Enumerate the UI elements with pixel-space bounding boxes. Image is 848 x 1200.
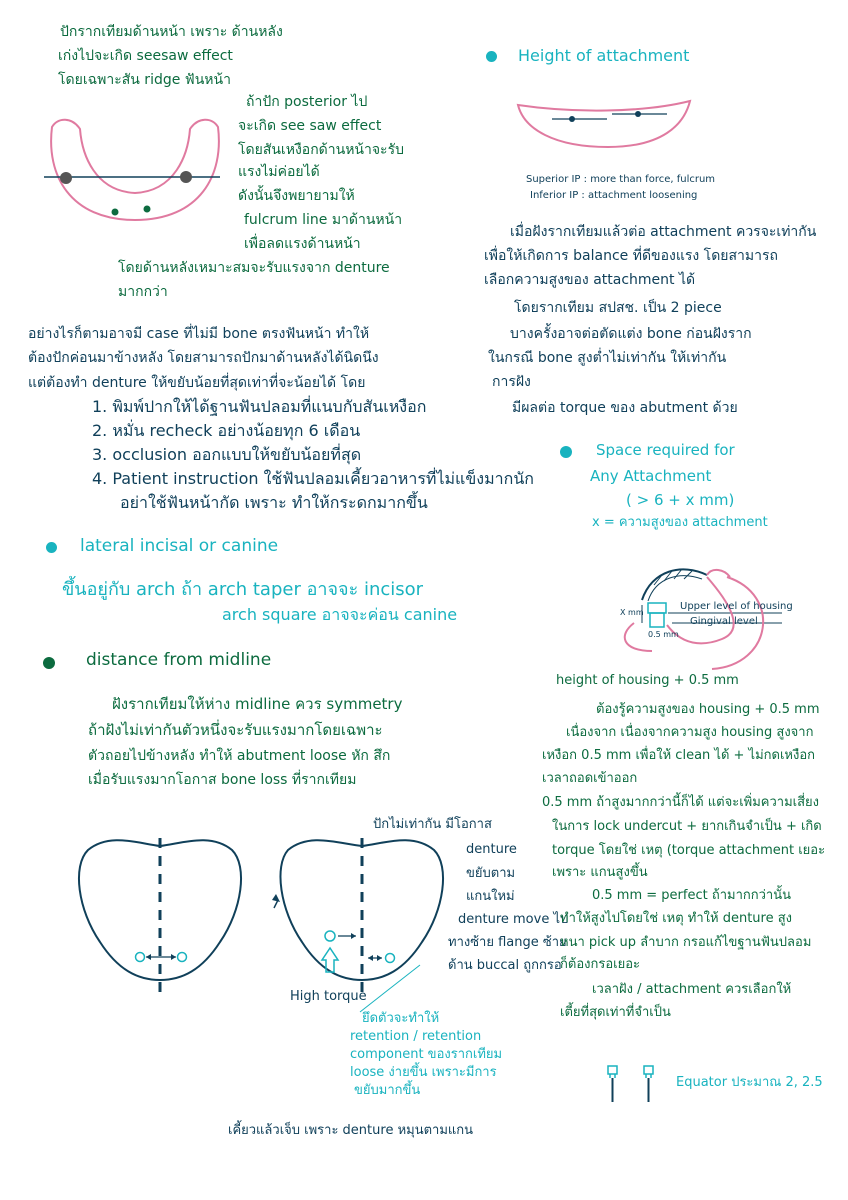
note-line: ขยับมากขึ้น bbox=[354, 1083, 421, 1098]
section-heading: lateral incisal or canine bbox=[80, 536, 279, 556]
section-heading: Any Attachment bbox=[590, 467, 712, 485]
note-line: ต้องรู้ความสูงของ housing + 0.5 mm bbox=[596, 702, 820, 717]
note-line: 0.5 mm ถ้าสูงมากกว่านี้ก็ได้ แต่จะเพิ่มค… bbox=[542, 795, 820, 810]
note-line: เมื่อฝังรากเทียมแล้วต่อ attachment ควรจะ… bbox=[510, 224, 817, 240]
note-line: จะเกิด see saw effect bbox=[238, 118, 382, 134]
list-item: 4. Patient instruction ใช้ฟันปลอมเคี้ยวอ… bbox=[92, 469, 534, 488]
note-line: 0.5 mm = perfect ถ้ามากกว่านั้น bbox=[592, 888, 791, 903]
section-heading: Height of attachment bbox=[518, 46, 690, 65]
note-line: แต่ต้องทำ denture ให้ขยับน้อยที่สุดเท่าท… bbox=[28, 375, 366, 391]
note-line: fulcrum line มาด้านหน้า bbox=[244, 212, 403, 228]
arch-diagram-fulcrum bbox=[44, 118, 220, 222]
note-line: ทำให้สูงไปโดยใช่ เหตุ ทำให้ denture สูง bbox=[560, 911, 793, 926]
note-line: ด้าน buccal ถูกกรอ bbox=[448, 958, 562, 973]
list-item: 2. หมั่น recheck อย่างน้อยทุก 6 เดือน bbox=[92, 421, 361, 440]
equator-note: Equator ประมาณ 2, 2.5 bbox=[676, 1075, 823, 1090]
housing-title: height of housing + 0.5 mm bbox=[556, 673, 739, 688]
note-line: ในกรณี bone สูงต่ำไม่เท่ากัน ให้เท่ากัน bbox=[488, 350, 727, 366]
note-line: ถ้าปัก posterior ไป bbox=[246, 94, 368, 110]
note-line: denture bbox=[466, 842, 517, 857]
arch-diagram-asymmetric bbox=[272, 838, 445, 1013]
gingival-level-label: Gingival level bbox=[690, 616, 758, 627]
note-line: หนา pick up ลำบาก กรอแก้ไขฐานฟันปลอม bbox=[560, 935, 812, 950]
note-line: Superior IP : more than force, fulcrum bbox=[526, 174, 716, 185]
note-line: เวลาถอดเข้าออก bbox=[542, 771, 638, 786]
bullet-icon bbox=[560, 446, 572, 458]
bullet-icon bbox=[486, 51, 497, 62]
note-line: Inferior IP : attachment loosening bbox=[530, 190, 698, 201]
note-line: อย่าใช้ฟันหน้ากัด เพราะ ทำให้กระดกมากขึ้… bbox=[120, 493, 428, 512]
note-line: เมื่อรับแรงมากโอกาส bone loss ที่รากเทีย… bbox=[88, 772, 357, 788]
note-line: เวลาฝัง / attachment ควรเลือกให้ bbox=[592, 982, 792, 997]
note-line: ปักไม่เท่ากัน มีโอกาส bbox=[373, 817, 492, 832]
note-line: ฝังรากเทียมให้ห่าง midline ควร symmetry bbox=[112, 695, 403, 713]
note-line: เลือกความสูงของ attachment ได้ bbox=[484, 272, 696, 288]
section-heading: Space required for bbox=[596, 441, 735, 459]
note-line: ขยับตาม bbox=[466, 866, 516, 881]
equator-attachment-icon bbox=[607, 1065, 654, 1102]
half-mm-label: 0.5 mm bbox=[648, 630, 679, 639]
list-item: 3. occlusion ออกแบบให้ขยับน้อยที่สุด bbox=[92, 445, 362, 464]
note-line: เนื่องจาก เนื่องจากความสูง housing สูงจา… bbox=[566, 725, 814, 740]
note-line: โดยด้านหลังเหมาะสมจะรับแรงจาก denture bbox=[118, 260, 390, 276]
x-mm-label: X mm bbox=[620, 608, 644, 617]
note-line: ตัวถอยไปข้างหลัง ทำให้ abutment loose หั… bbox=[88, 748, 391, 764]
note-line: ยึดตัวจะทำให้ bbox=[362, 1011, 440, 1026]
note-line: มากกว่า bbox=[118, 284, 168, 300]
section-heading: distance from midline bbox=[86, 650, 272, 670]
note-line: arch square อาจจะค่อน canine bbox=[222, 605, 458, 624]
note-line: โดยรากเทียม สปสช. เป็น 2 piece bbox=[514, 300, 722, 316]
note-line: โดยเฉพาะสัน ridge ฟันหน้า bbox=[58, 72, 231, 88]
formula: ( > 6 + x mm) bbox=[626, 491, 735, 509]
upper-level-label: Upper level of housing bbox=[680, 601, 793, 612]
note-line: โดยสันเหงือกด้านหน้าจะรับ bbox=[238, 142, 404, 158]
note-line: ขึ้นอยู่กับ arch ถ้า arch taper อาจจะ in… bbox=[62, 579, 424, 600]
note-line: ต้องปักค่อนมาข้างหลัง โดยสามารถปักมาด้าน… bbox=[28, 350, 379, 366]
note-line: เพราะ แกนสูงขึ้น bbox=[552, 865, 648, 880]
list-item: 1. พิมพ์ปากให้ได้ฐานฟันปลอมที่แนบกับสันเ… bbox=[92, 397, 427, 416]
note-line: ปักรากเทียมด้านหน้า เพราะ ด้านหลัง bbox=[60, 24, 283, 40]
note-line: บางครั้งอาจต่อตัดแต่ง bone ก่อนฝังราก bbox=[510, 326, 752, 342]
note-line: component ของรากเทียม bbox=[350, 1047, 503, 1062]
note-line: เคี้ยวแล้วเจ็บ เพราะ denture หมุนตามแกน bbox=[228, 1123, 474, 1138]
high-torque-label: High torque bbox=[290, 989, 367, 1004]
note-line: x = ความสูงของ attachment bbox=[592, 515, 768, 530]
note-line: denture move ไป bbox=[458, 912, 569, 927]
note-line: ทางซ้าย flange ซ้าย bbox=[448, 935, 567, 950]
bullet-icon bbox=[43, 657, 55, 669]
housing-space-diagram bbox=[623, 568, 782, 670]
note-line: ดังนั้นจึงพยายามให้ bbox=[238, 188, 355, 204]
arch-diagram-symmetric bbox=[77, 838, 243, 992]
note-line: ถ้าฝังไม่เท่ากันตัวหนึ่งจะรับแรงมากโดยเฉ… bbox=[88, 721, 383, 739]
note-line: ในการ lock undercut + ยากเกินจำเป็น + เก… bbox=[552, 819, 822, 834]
note-line: retention / retention bbox=[350, 1029, 482, 1044]
note-line: อย่างไรก็ตามอาจมี case ที่ไม่มี bone ตรง… bbox=[28, 326, 370, 342]
note-line: แรงไม่ค่อยได้ bbox=[238, 164, 320, 180]
note-line: ก็ต้องกรอเยอะ bbox=[560, 957, 640, 972]
note-line: torque โดยใช่ เหตุ (torque attachment เย… bbox=[552, 843, 826, 858]
note-line: แกนใหม่ bbox=[466, 889, 515, 904]
note-line: การฝัง bbox=[492, 374, 531, 390]
note-line: เหงือก 0.5 mm เพื่อให้ clean ได้ + ไม่กด… bbox=[542, 748, 815, 763]
note-line: เตี้ยที่สุดเท่าที่จำเป็น bbox=[560, 1005, 671, 1020]
note-line: เพื่อลดแรงด้านหน้า bbox=[244, 236, 361, 252]
note-line: เพื่อให้เกิดการ balance ที่ดีของแรง โดยส… bbox=[484, 248, 778, 264]
note-line: เก่งไปจะเกิด seesaw effect bbox=[58, 48, 233, 64]
attachment-height-diagram bbox=[516, 99, 692, 149]
bullet-icon bbox=[46, 542, 57, 553]
note-line: มีผลต่อ torque ของ abutment ด้วย bbox=[512, 400, 738, 416]
note-line: loose ง่ายขึ้น เพราะมีการ bbox=[350, 1065, 497, 1080]
